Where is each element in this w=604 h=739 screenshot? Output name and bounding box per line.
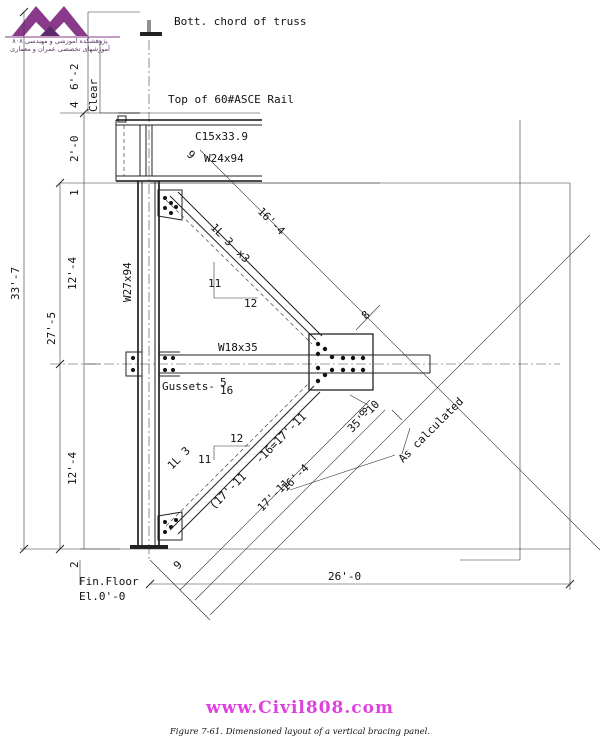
dim-26-0: 26'-0 (328, 570, 361, 583)
label-as-calculated: As calculated (396, 395, 466, 465)
svg-text:2: 2 (68, 561, 81, 568)
svg-text:9: 9 (184, 148, 198, 162)
dim-clear: 6'-2 (68, 64, 81, 91)
slope-rise-lower: 11 (198, 453, 211, 466)
label-w24: W24x94 (204, 152, 244, 165)
crane-girder (115, 119, 262, 182)
svg-text:Clear: Clear (87, 79, 100, 112)
dim-33-7: 33'-7 (9, 267, 22, 300)
truss-bottom-chord (140, 20, 162, 36)
dim-16-4-upper: 16'-4 (255, 205, 288, 238)
dim-lower-brace-length: (17'-11 (207, 470, 249, 512)
svg-text:8: 8 (359, 308, 373, 322)
column-w27 (130, 181, 168, 549)
label-bott-chord: Bott. chord of truss (174, 15, 306, 28)
label-brace-lower: 1L 3 (165, 444, 193, 472)
dim-27-5: 27'-5 (45, 312, 58, 345)
gusset-top (157, 189, 183, 221)
gusset-center (308, 333, 374, 391)
svg-text:5: 5 (220, 376, 227, 389)
slope-rise: 11 (208, 277, 221, 290)
slope-run-lower: 12 (230, 432, 243, 445)
svg-text:x3: x3 (234, 247, 253, 266)
svg-text:4: 4 (68, 101, 81, 108)
label-top-rail: Top of 60#ASCE Rail (168, 93, 294, 106)
label-w27: W27x94 (121, 262, 134, 302)
label-w18: W18x35 (218, 341, 258, 354)
brace-upper (165, 191, 323, 345)
label-c15: C15x33.9 (195, 130, 248, 143)
dim-12-4-lower: 12'-4 (66, 452, 79, 485)
brace-lower (165, 381, 321, 535)
gusset-bottom (157, 511, 183, 541)
svg-text:9: 9 (171, 558, 185, 572)
strut-w18 (125, 351, 431, 377)
dimension-ticks (19, 7, 575, 589)
figure-caption: Figure 7-61. Dimensioned layout of a ver… (169, 727, 431, 737)
dim-35-10: 35'-10 (345, 398, 382, 435)
dim-2-08: 2'-0 (68, 136, 81, 163)
dim-12-4-upper: 12'-4 (66, 257, 79, 290)
label-elevation: El.0'-0 (79, 590, 125, 603)
svg-text:16: 16 (220, 384, 233, 397)
svg-text:1: 1 (68, 189, 81, 196)
logo-text: پژوهشکده آموزشی و مهندسی ۸۰۸ آموزشهای تخ… (10, 37, 110, 53)
label-fin-floor: Fin.Floor (79, 575, 139, 588)
label-brace-upper: 1L 3 (208, 221, 236, 249)
svg-text:=17'-11: =17'-11 (267, 410, 309, 452)
logo (5, 6, 120, 38)
label-gussets: Gussets- (162, 380, 215, 393)
slope-run: 12 (244, 297, 257, 310)
site-watermark: www.Civil808.com (206, 698, 394, 718)
